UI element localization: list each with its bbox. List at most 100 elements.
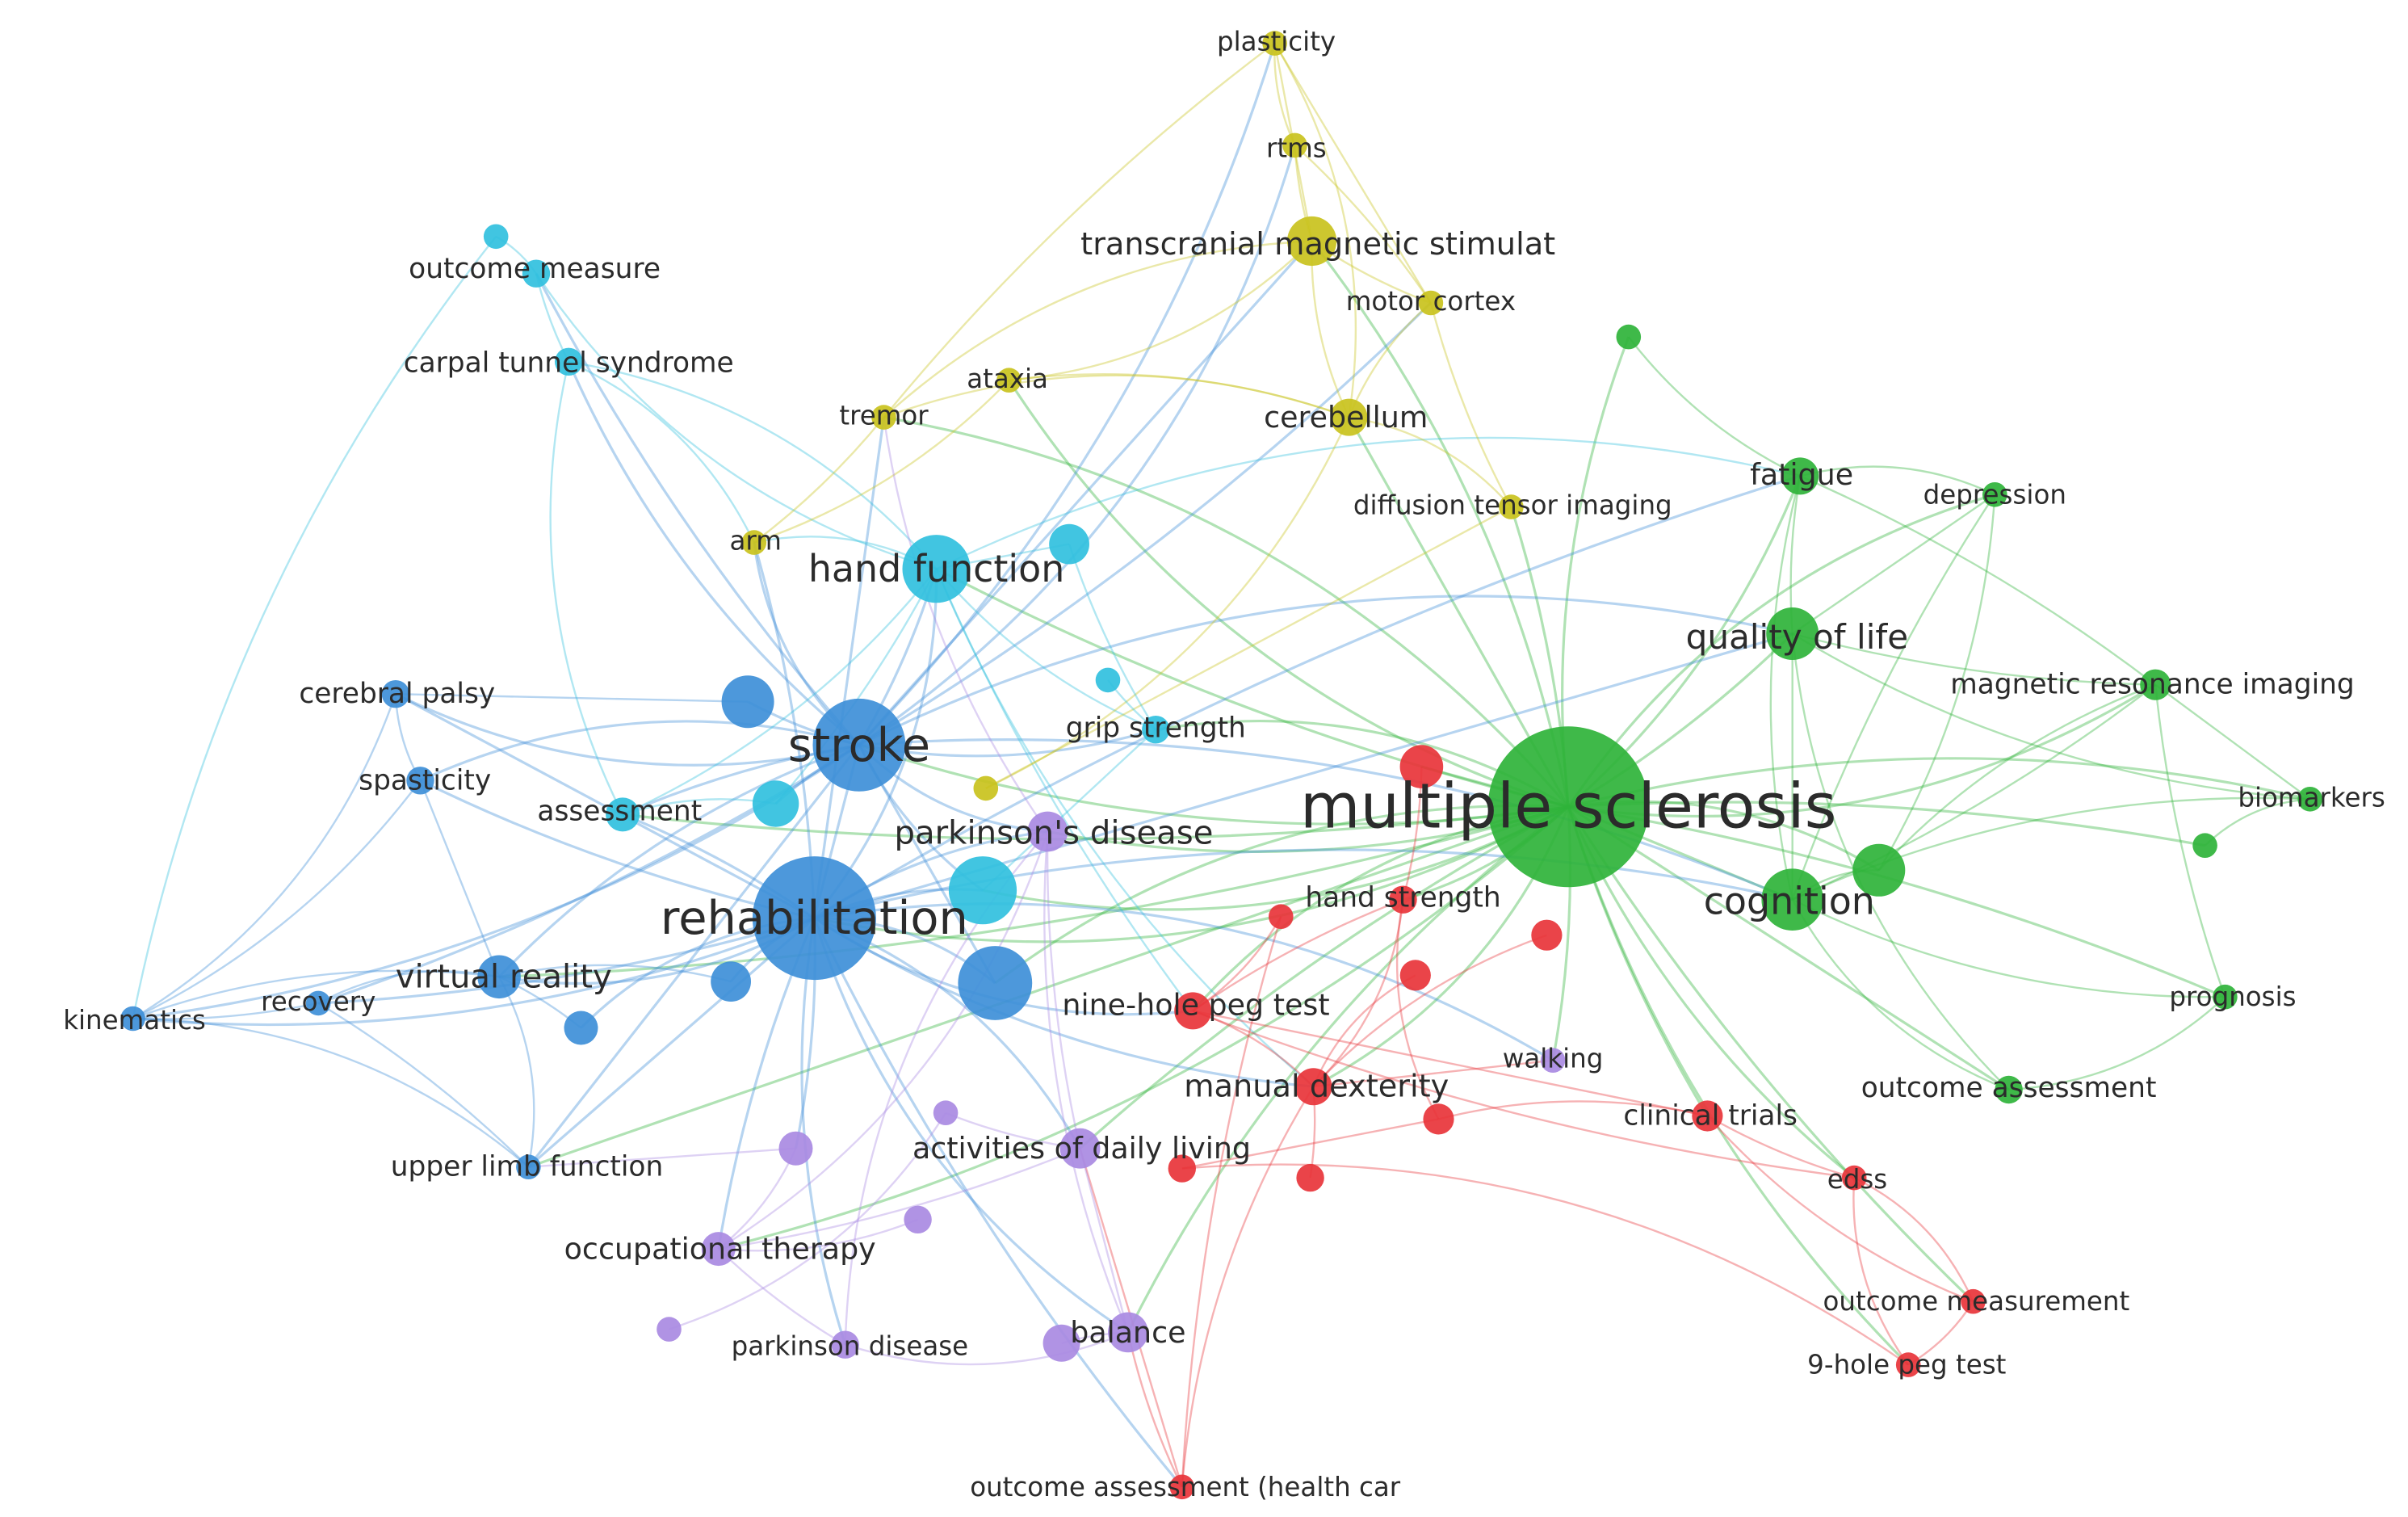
node-nine-hole-peg-test[interactable]	[1174, 992, 1212, 1030]
label-outcome-measurement[interactable]: outcome measurement	[1823, 1286, 2130, 1317]
node-green-a[interactable]	[1852, 843, 1906, 897]
label-rehabilitation[interactable]: rehabilitation	[661, 891, 968, 945]
node-upper-limb-function[interactable]	[516, 1154, 541, 1179]
node-plasticity[interactable]	[1262, 31, 1287, 56]
node-ataxia[interactable]	[996, 368, 1022, 393]
node-stroke[interactable]	[812, 698, 906, 792]
node-prognosis[interactable]	[2213, 984, 2238, 1010]
label-carpal-tunnel-syndrome[interactable]: carpal tunnel syndrome	[404, 347, 734, 380]
node-cyan-e[interactable]	[483, 224, 509, 250]
node-tremor[interactable]	[871, 405, 896, 430]
label-occupational-therapy[interactable]: occupational therapy	[564, 1232, 876, 1267]
node-edss[interactable]	[1841, 1165, 1867, 1191]
node-cyan-c[interactable]	[1049, 523, 1089, 565]
label-assessment[interactable]: assessment	[537, 796, 702, 828]
node-cerebral-palsy[interactable]	[381, 680, 410, 708]
node-purple-b[interactable]	[933, 1100, 959, 1125]
node-biomarkers[interactable]	[2297, 787, 2322, 812]
node-walking[interactable]	[1540, 1048, 1566, 1073]
label-outcome-measure[interactable]: outcome measure	[409, 253, 661, 285]
label-walking[interactable]: walking	[1503, 1044, 1604, 1074]
label-kinematics[interactable]: kinematics	[63, 1005, 206, 1036]
label-plasticity[interactable]: plasticity	[1217, 27, 1336, 57]
label-outcome-assessment-health-care[interactable]: outcome assessment (health car	[970, 1472, 1401, 1502]
node-arm[interactable]	[741, 530, 767, 555]
node-diffusion-tensor-imaging[interactable]	[1499, 494, 1524, 519]
node-outcome-assessment[interactable]	[1995, 1075, 2023, 1104]
node-cerebellum[interactable]	[1330, 398, 1368, 436]
label-cerebral-palsy[interactable]: cerebral palsy	[299, 678, 495, 710]
label-motor-cortex[interactable]: motor cortex	[1346, 286, 1516, 317]
node-kinematics[interactable]	[120, 1006, 145, 1032]
node-parkinsons-disease[interactable]	[1027, 811, 1068, 852]
label-virtual-reality[interactable]: virtual reality	[396, 958, 612, 995]
node-purple-a[interactable]	[778, 1131, 813, 1166]
label-rtms[interactable]: rtms	[1266, 133, 1327, 164]
label-parkinson-disease[interactable]: parkinson disease	[732, 1331, 969, 1362]
node-green-c[interactable]	[2192, 833, 2217, 858]
node-virtual-reality[interactable]	[477, 955, 521, 999]
node-cyan-d[interactable]	[1095, 667, 1121, 693]
label-fatigue[interactable]: fatigue	[1750, 457, 1853, 492]
label-diffusion-tensor-imaging[interactable]: diffusion tensor imaging	[1353, 490, 1672, 521]
label-depression[interactable]: depression	[1923, 479, 2066, 510]
node-recovery[interactable]	[305, 990, 331, 1016]
node-purple-e[interactable]	[1042, 1324, 1080, 1362]
node-depression[interactable]	[1982, 482, 2007, 507]
label-quality-of-life[interactable]: quality of life	[1686, 617, 1908, 657]
label-cerebellum[interactable]: cerebellum	[1264, 400, 1428, 435]
label-hand-function[interactable]: hand function	[808, 547, 1064, 590]
node-blue-d[interactable]	[958, 946, 1033, 1020]
node-grip-strength[interactable]	[1142, 716, 1170, 744]
node-red-f[interactable]	[1423, 1103, 1454, 1135]
node-red-e[interactable]	[1296, 1163, 1324, 1192]
label-ataxia[interactable]: ataxia	[967, 363, 1048, 394]
label-recovery[interactable]: recovery	[261, 986, 375, 1017]
node-red-g[interactable]	[1168, 1154, 1197, 1183]
node-9-hole-peg-test[interactable]	[1895, 1352, 1921, 1377]
node-blue-c[interactable]	[564, 1011, 598, 1045]
node-balance[interactable]	[1108, 1312, 1148, 1353]
label-edss[interactable]: edss	[1827, 1164, 1888, 1195]
node-rtms[interactable]	[1282, 132, 1307, 158]
node-cyan-b[interactable]	[948, 856, 1017, 925]
label-tremor[interactable]: tremor	[839, 401, 929, 431]
node-carpal-tunnel-syndrome[interactable]	[555, 347, 583, 376]
label-transcranial-magnetic-stimulation[interactable]: transcranial magnetic stimulat	[1080, 226, 1555, 263]
node-red-d[interactable]	[1531, 919, 1563, 951]
label-magnetic-resonance-imaging[interactable]: magnetic resonance imaging	[1950, 669, 2355, 701]
node-purple-d[interactable]	[657, 1317, 682, 1342]
label-outcome-assessment[interactable]: outcome assessment	[1861, 1072, 2157, 1104]
node-outcome-measurement[interactable]	[1961, 1288, 1986, 1314]
node-motor-cortex[interactable]	[1418, 290, 1444, 316]
label-grip-strength[interactable]: grip strength	[1066, 712, 1246, 744]
label-prognosis[interactable]: prognosis	[2169, 981, 2296, 1012]
node-fatigue[interactable]	[1781, 457, 1819, 495]
node-clinical-trials[interactable]	[1692, 1100, 1723, 1132]
node-multiple-sclerosis[interactable]	[1487, 726, 1649, 888]
node-cognition[interactable]	[1761, 868, 1823, 931]
node-red-b[interactable]	[1269, 904, 1294, 929]
label-manual-dexterity[interactable]: manual dexterity	[1184, 1069, 1449, 1105]
node-cyan-a[interactable]	[752, 780, 799, 827]
node-blue-b[interactable]	[711, 961, 751, 1002]
node-purple-c[interactable]	[904, 1205, 932, 1234]
node-red-c[interactable]	[1399, 960, 1431, 991]
node-yellow-a[interactable]	[973, 775, 999, 801]
node-assessment[interactable]	[606, 797, 640, 832]
node-activities-of-daily-living[interactable]	[1059, 1128, 1101, 1169]
node-outcome-assessment-health-care[interactable]	[1169, 1474, 1195, 1500]
label-stroke[interactable]: stroke	[788, 718, 930, 772]
label-9-hole-peg-test[interactable]: 9-hole peg test	[1807, 1350, 2006, 1380]
node-hand-function[interactable]	[902, 535, 971, 603]
node-transcranial-magnetic-stimulation[interactable]	[1287, 216, 1337, 267]
label-arm[interactable]: arm	[730, 526, 782, 557]
label-balance[interactable]: balance	[1070, 1315, 1185, 1350]
node-magnetic-resonance-imaging[interactable]	[2140, 669, 2171, 700]
label-activities-of-daily-living[interactable]: activities of daily living	[912, 1131, 1251, 1166]
label-spasticity[interactable]: spasticity	[359, 764, 491, 796]
node-hand-strength[interactable]	[1389, 885, 1417, 914]
node-rehabilitation[interactable]	[752, 856, 876, 981]
label-hand-strength[interactable]: hand strength	[1305, 882, 1500, 914]
label-biomarkers[interactable]: biomarkers	[2238, 782, 2385, 813]
